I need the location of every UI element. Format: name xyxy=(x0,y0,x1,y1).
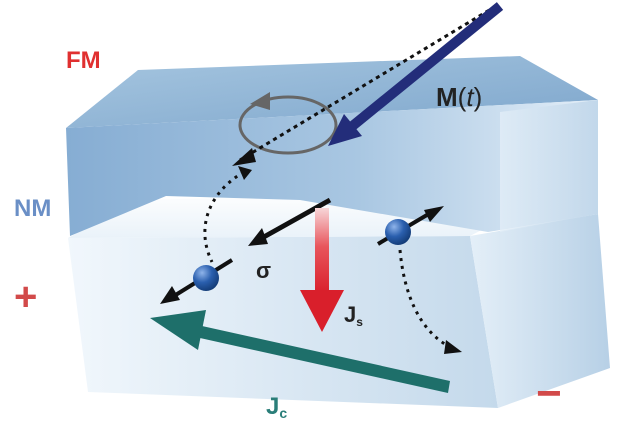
right-electron xyxy=(376,206,444,246)
spin-arrow xyxy=(248,197,332,246)
spin-current-arrow xyxy=(300,208,344,332)
spin-current-label: Js xyxy=(344,302,363,329)
fm-label: FM xyxy=(66,47,101,74)
charge-current-label: Jc xyxy=(266,393,287,421)
magnetization-dotted-line xyxy=(239,4,497,162)
right-dotted-curve-arrowhead xyxy=(444,340,462,354)
nm-slab-front xyxy=(68,236,498,408)
left-electron-arrowhead xyxy=(160,286,180,304)
precession-ellipse xyxy=(238,95,338,155)
nm-label: NM xyxy=(14,195,51,222)
nm-slab-right xyxy=(470,214,610,408)
fm-slab-right-highlight xyxy=(500,100,598,232)
fm-slab-top xyxy=(66,56,598,128)
fm-slab-front xyxy=(66,100,598,236)
spin-label: σ xyxy=(256,258,271,283)
magnetization-dotted-arrowhead xyxy=(232,148,256,166)
magnetization-label: M(t) xyxy=(436,82,482,112)
left-electron xyxy=(160,258,234,304)
left-dotted-curve-arrowhead xyxy=(238,166,252,180)
magnetization-arrow xyxy=(328,2,504,146)
right-electron-arrowhead xyxy=(424,206,444,222)
left-electron-ball xyxy=(193,265,219,291)
minus-sign: − xyxy=(536,369,562,418)
charge-current-arrow xyxy=(150,310,450,393)
precession-direction-arrowhead xyxy=(250,92,270,110)
right-electron-ball xyxy=(385,219,411,245)
fm-slab xyxy=(66,56,598,236)
plus-sign: + xyxy=(14,275,37,319)
precession-orbit xyxy=(238,92,338,155)
